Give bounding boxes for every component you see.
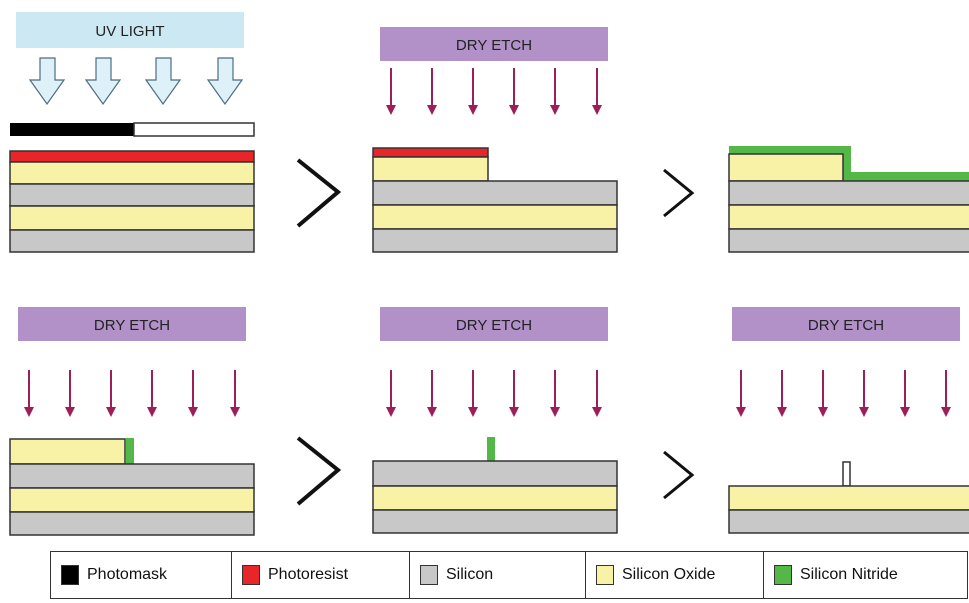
uv-light-label: UV LIGHT <box>95 23 164 40</box>
legend-label: Photoresist <box>268 566 349 583</box>
silicon-layer <box>728 228 969 253</box>
photoresist-layer <box>9 150 255 163</box>
chevron-right-icon <box>296 436 342 506</box>
silicon-oxide-layer <box>728 485 969 511</box>
photomask-swatch <box>61 565 79 585</box>
silicon-oxide-layer <box>9 438 126 465</box>
silicon-nitride-sidewall <box>126 438 134 464</box>
silicon-layer <box>9 511 255 536</box>
silicon-oxide-layer <box>372 485 618 511</box>
legend-label: Silicon <box>446 566 494 583</box>
dry-etch-banner <box>380 27 608 61</box>
dry-etch-label: DRY ETCH <box>456 317 532 334</box>
silicon-nitride-layer <box>729 146 969 181</box>
legend-label: Photomask <box>87 566 168 583</box>
silicon-layer <box>372 460 618 487</box>
uv-arrow-icon <box>206 57 244 106</box>
silicon-oxide-layer <box>9 205 255 231</box>
dry-etch-label: DRY ETCH <box>808 317 884 334</box>
chevron-right-icon <box>296 158 342 228</box>
silicon-layer <box>372 228 618 253</box>
uv-arrow-icon <box>28 57 66 106</box>
step-1-uv-exposure: UV LIGHT <box>9 12 255 253</box>
silicon-layer <box>9 229 255 253</box>
chevron-right-icon <box>663 450 695 500</box>
silicon-oxide-layer <box>9 161 255 185</box>
silicon-oxide-layer <box>9 487 255 513</box>
silicon-layer <box>728 180 969 206</box>
uv-light-banner <box>16 12 244 48</box>
chevron-right-icon <box>663 168 695 218</box>
legend-item-photoresist: Photoresist <box>231 552 409 598</box>
silicon-oxide-layer <box>372 156 489 182</box>
step-6-dry-etch: DRY ETCH <box>728 307 969 534</box>
uv-arrow-icon <box>144 57 182 106</box>
stack-2 <box>372 147 618 253</box>
step-5-dry-etch: DRY ETCH <box>372 307 618 534</box>
photomask <box>10 122 255 137</box>
stack-4 <box>9 438 255 536</box>
silicon-nitride-fin <box>487 437 495 461</box>
dry-etch-banner <box>18 307 246 341</box>
photoresist-layer <box>372 147 489 158</box>
etch-arrows <box>24 370 240 417</box>
legend-item-photomask: Photomask <box>51 552 231 598</box>
stack-1 <box>9 150 255 253</box>
dry-etch-banner <box>732 307 960 341</box>
silicon-layer <box>728 509 969 534</box>
dry-etch-banner <box>380 307 608 341</box>
silicon-layer <box>372 180 618 206</box>
etch-arrows <box>736 370 951 417</box>
silicon-oxide-layer <box>372 204 618 230</box>
silicon-oxide-layer <box>728 204 969 230</box>
uv-arrows <box>28 57 244 106</box>
stack-5 <box>372 437 618 534</box>
stack-6 <box>728 461 969 534</box>
silicon-fin <box>842 461 851 487</box>
etch-arrows <box>386 370 602 417</box>
silicon-layer <box>9 463 255 489</box>
silicon-layer <box>372 509 618 534</box>
legend-item-silicon-oxide: Silicon Oxide <box>585 552 763 598</box>
dry-etch-label: DRY ETCH <box>94 317 170 334</box>
legend-item-silicon: Silicon <box>409 552 585 598</box>
silicon-oxide-layer <box>728 153 844 182</box>
step-4-dry-etch: DRY ETCH <box>9 307 255 536</box>
photoresist-swatch <box>242 565 260 585</box>
step-2-dry-etch: DRY ETCH <box>372 27 618 253</box>
silicon-oxide-swatch <box>596 565 614 585</box>
step-3-nitride-deposition <box>728 146 969 253</box>
legend-label: Silicon Nitride <box>800 566 898 583</box>
silicon-swatch <box>420 565 438 585</box>
uv-arrow-icon <box>84 57 122 106</box>
silicon-layer <box>9 183 255 207</box>
legend-item-silicon-nitride: Silicon Nitride <box>763 552 967 598</box>
dry-etch-label: DRY ETCH <box>456 37 532 54</box>
silicon-nitride-swatch <box>774 565 792 585</box>
etch-arrows <box>386 68 602 115</box>
legend: Photomask Photoresist Silicon Silicon Ox… <box>50 551 968 599</box>
legend-label: Silicon Oxide <box>622 566 716 583</box>
